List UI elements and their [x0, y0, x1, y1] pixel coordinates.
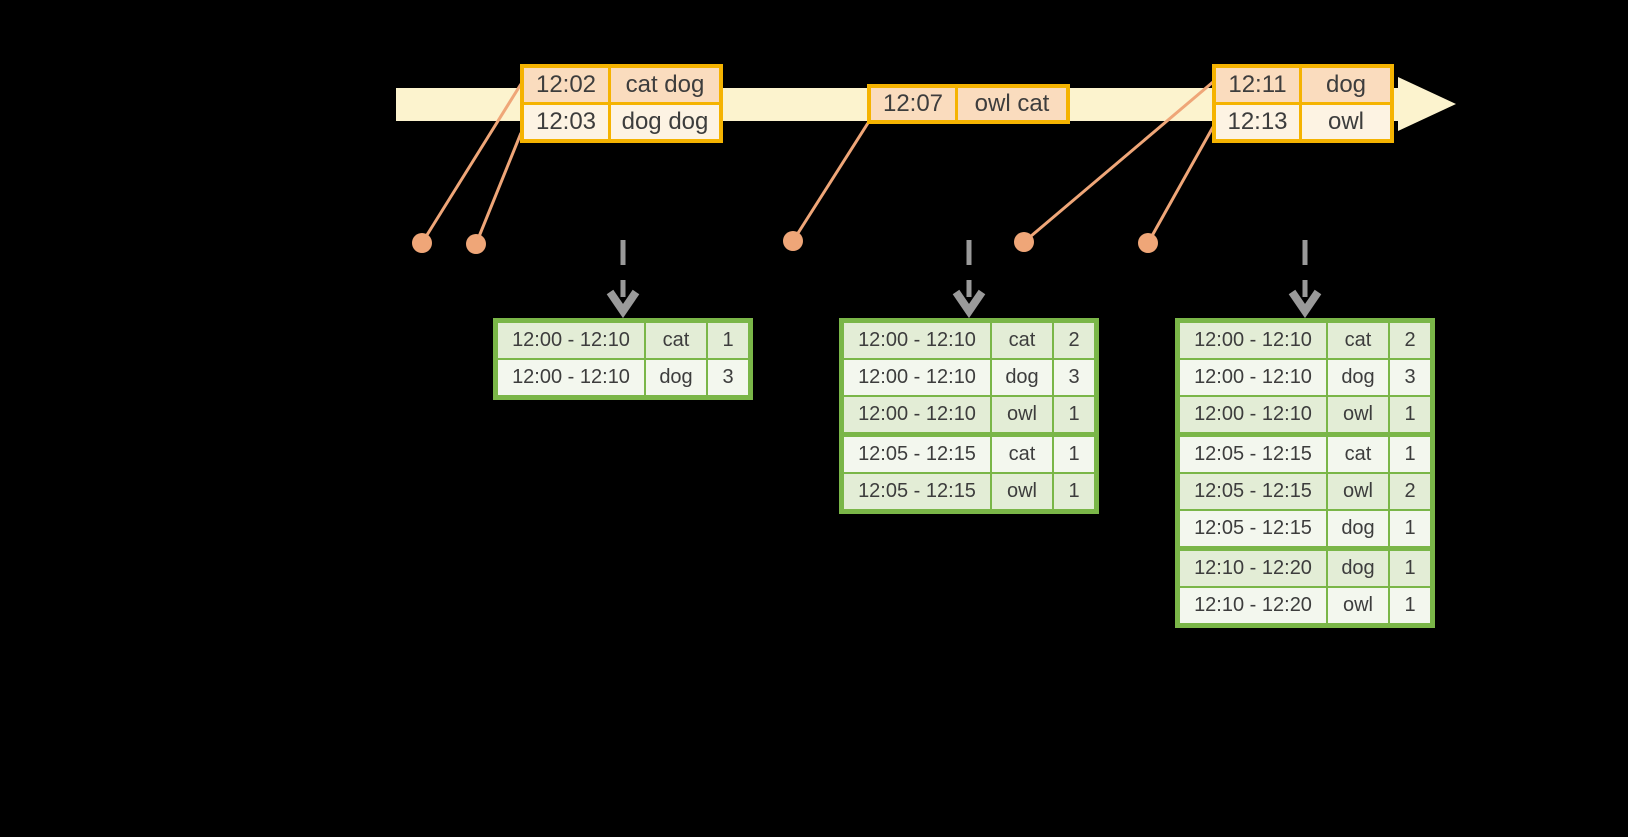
window-cell: 12:00 - 12:10 — [844, 323, 990, 358]
event-time: 12:03 — [524, 105, 608, 139]
word-cell: dog — [646, 360, 706, 395]
event-words: dog dog — [611, 105, 719, 139]
event-dot-icon — [466, 234, 486, 254]
result-table-3: 12:00 - 12:10 cat 2 12:00 - 12:10 dog 3 … — [1175, 318, 1435, 628]
event-row: 12:13 owl — [1216, 105, 1390, 139]
table-row: 12:05 - 12:15 dog 1 — [1180, 511, 1430, 546]
word-cell: dog — [1328, 360, 1388, 395]
window-cell: 12:00 - 12:10 — [498, 360, 644, 395]
word-cell: owl — [1328, 588, 1388, 623]
count-cell: 1 — [1390, 397, 1430, 432]
event-table-2: 12:07 owl cat — [867, 84, 1070, 124]
word-cell: dog — [1328, 551, 1388, 586]
table-row: 12:00 - 12:10 dog 3 — [1180, 360, 1430, 395]
window-cell: 12:00 - 12:10 — [498, 323, 644, 358]
event-dot-icon — [1014, 232, 1034, 252]
event-table-3: 12:11 dog 12:13 owl — [1212, 64, 1394, 143]
count-cell: 1 — [708, 323, 748, 358]
count-cell: 3 — [708, 360, 748, 395]
event-row: 12:02 cat dog — [524, 68, 719, 102]
result-table-1: 12:00 - 12:10 cat 1 12:00 - 12:10 dog 3 — [493, 318, 753, 400]
event-connector-line — [474, 132, 523, 245]
table-row: 12:05 - 12:15 cat 1 — [844, 437, 1094, 472]
event-row: 12:11 dog — [1216, 68, 1390, 102]
event-time: 12:11 — [1216, 68, 1299, 102]
word-cell: owl — [1328, 397, 1388, 432]
count-cell: 1 — [1390, 551, 1430, 586]
table-row: 12:00 - 12:10 dog 3 — [844, 360, 1094, 395]
trigger-arrowhead-icon — [952, 289, 986, 319]
event-time: 12:13 — [1216, 105, 1299, 139]
window-cell: 12:00 - 12:10 — [844, 397, 990, 432]
word-cell: cat — [1328, 323, 1388, 358]
table-row: 12:00 - 12:10 dog 3 — [498, 360, 748, 395]
table-row: 12:00 - 12:10 cat 1 — [498, 323, 748, 358]
count-cell: 3 — [1390, 360, 1430, 395]
table-row: 12:10 - 12:20 owl 1 — [1180, 588, 1430, 623]
table-row: 12:00 - 12:10 cat 2 — [1180, 323, 1430, 358]
table-row: 12:00 - 12:10 cat 2 — [844, 323, 1094, 358]
table-row: 12:00 - 12:10 owl 1 — [1180, 397, 1430, 432]
window-cell: 12:05 - 12:15 — [844, 474, 990, 509]
window-cell: 12:00 - 12:10 — [1180, 323, 1326, 358]
event-dot-icon — [783, 231, 803, 251]
event-words: owl — [1302, 105, 1390, 139]
table-row: 12:05 - 12:15 owl 2 — [1180, 474, 1430, 509]
event-time: 12:02 — [524, 68, 608, 102]
word-cell: dog — [1328, 511, 1388, 546]
count-cell: 1 — [1054, 474, 1094, 509]
word-cell: cat — [992, 323, 1052, 358]
window-cell: 12:05 - 12:15 — [1180, 437, 1326, 472]
window-cell: 12:00 - 12:10 — [844, 360, 990, 395]
word-cell: cat — [1328, 437, 1388, 472]
count-cell: 1 — [1054, 397, 1094, 432]
count-cell: 1 — [1390, 511, 1430, 546]
event-time: 12:07 — [871, 88, 955, 120]
word-cell: owl — [1328, 474, 1388, 509]
table-row: 12:00 - 12:10 owl 1 — [844, 397, 1094, 432]
window-cell: 12:00 - 12:10 — [1180, 360, 1326, 395]
count-cell: 2 — [1054, 323, 1094, 358]
word-cell: cat — [646, 323, 706, 358]
count-cell: 1 — [1390, 588, 1430, 623]
event-table-1: 12:02 cat dog 12:03 dog dog — [520, 64, 723, 143]
table-row: 12:05 - 12:15 cat 1 — [1180, 437, 1430, 472]
word-cell: dog — [992, 360, 1052, 395]
window-cell: 12:05 - 12:15 — [1180, 474, 1326, 509]
result-table-2: 12:00 - 12:10 cat 2 12:00 - 12:10 dog 3 … — [839, 318, 1099, 514]
event-dot-icon — [1138, 233, 1158, 253]
event-row: 12:03 dog dog — [524, 105, 719, 139]
count-cell: 1 — [1390, 437, 1430, 472]
window-cell: 12:10 - 12:20 — [1180, 551, 1326, 586]
window-cell: 12:05 - 12:15 — [1180, 511, 1326, 546]
timeline-arrow-icon — [1398, 77, 1456, 131]
count-cell: 3 — [1054, 360, 1094, 395]
window-cell: 12:05 - 12:15 — [844, 437, 990, 472]
count-cell: 2 — [1390, 474, 1430, 509]
window-cell: 12:10 - 12:20 — [1180, 588, 1326, 623]
event-words: dog — [1302, 68, 1390, 102]
event-connector-line — [420, 83, 523, 244]
trigger-arrowhead-icon — [1288, 289, 1322, 319]
table-row: 12:10 - 12:20 dog 1 — [1180, 551, 1430, 586]
event-connector-line — [791, 122, 870, 242]
word-cell: owl — [992, 397, 1052, 432]
count-cell: 2 — [1390, 323, 1430, 358]
event-connector-line — [1146, 126, 1215, 244]
table-row: 12:05 - 12:15 owl 1 — [844, 474, 1094, 509]
event-row: 12:07 owl cat — [871, 88, 1066, 120]
word-cell: owl — [992, 474, 1052, 509]
event-dot-icon — [412, 233, 432, 253]
window-cell: 12:00 - 12:10 — [1180, 397, 1326, 432]
event-connector-line — [1023, 80, 1214, 244]
word-cell: cat — [992, 437, 1052, 472]
count-cell: 1 — [1054, 437, 1094, 472]
event-words: cat dog — [611, 68, 719, 102]
trigger-arrowhead-icon — [606, 289, 640, 319]
event-words: owl cat — [958, 88, 1066, 120]
